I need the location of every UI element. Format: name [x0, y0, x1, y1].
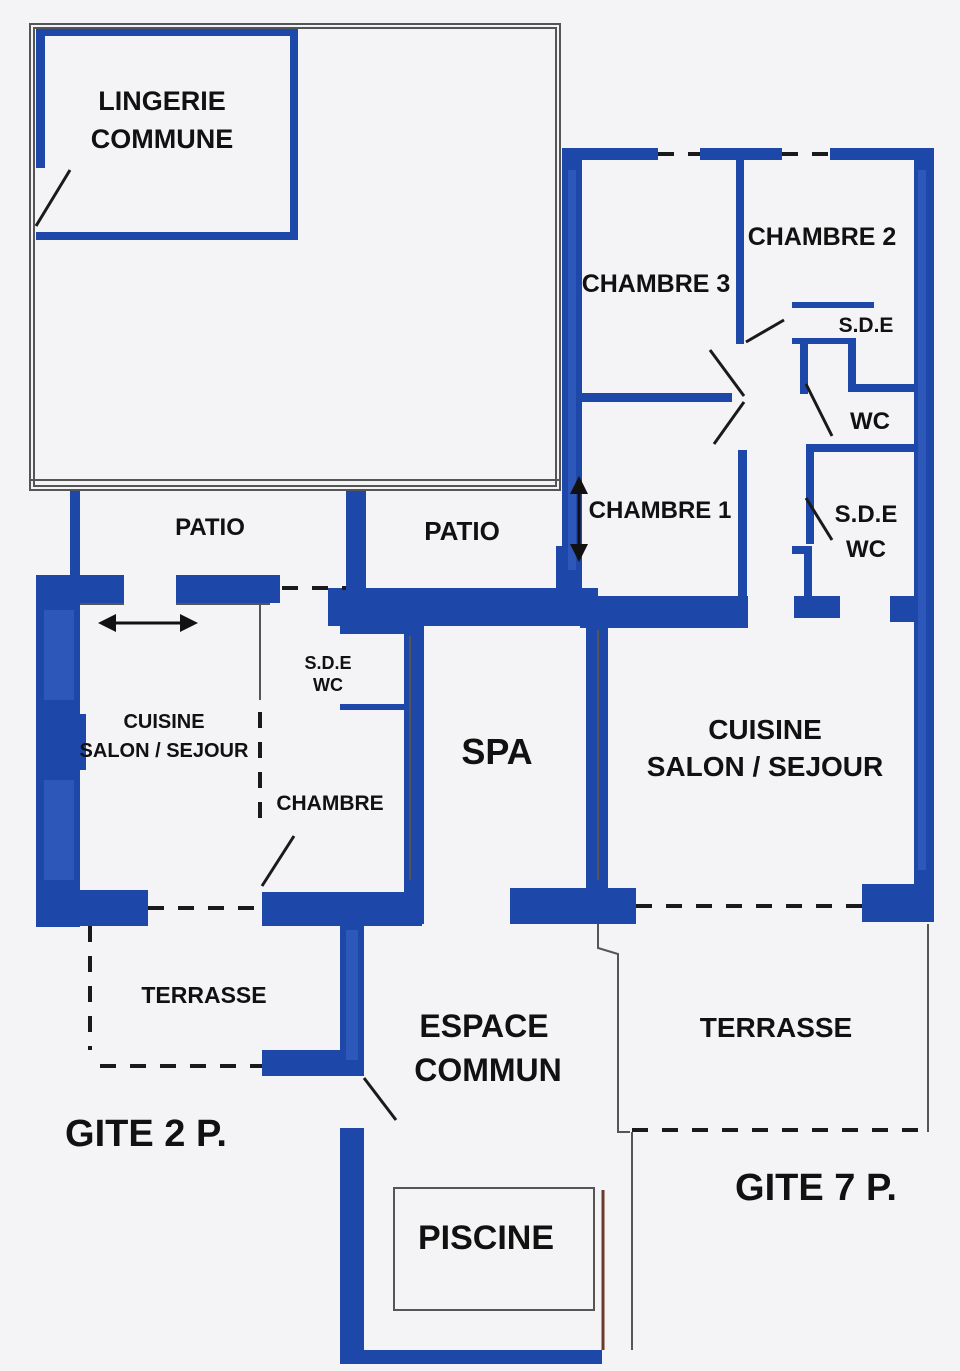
label-espace-commun-line1: ESPACE: [419, 1008, 548, 1044]
label-cuisine-right-line1: CUISINE: [708, 714, 822, 745]
label-terrasse-left: TERRASSE: [141, 982, 266, 1008]
label-sde-top: S.D.E: [839, 314, 894, 337]
label-chambre-left: CHAMBRE: [276, 792, 383, 815]
dashed-limits: [88, 152, 932, 1132]
label-sde-left: S.D.E: [304, 653, 351, 673]
label-lingerie-line2: COMMUNE: [91, 124, 234, 154]
label-patio-left: PATIO: [175, 514, 245, 541]
thin-walls: [29, 23, 929, 1350]
label-patio-right: PATIO: [424, 516, 500, 546]
label-wc-top: WC: [850, 408, 890, 435]
label-gite-2p: GITE 2 P.: [65, 1113, 227, 1155]
arrows: [98, 476, 588, 632]
label-chambre-1: CHAMBRE 1: [589, 497, 732, 524]
label-gite-7p: GITE 7 P.: [735, 1167, 897, 1209]
label-wc-mid: WC: [846, 536, 886, 563]
label-wc-left: WC: [313, 675, 343, 695]
label-spa: SPA: [461, 731, 532, 772]
label-terrasse-right: TERRASSE: [700, 1012, 852, 1043]
label-cuisine-left-line2: SALON / SEJOUR: [80, 740, 249, 762]
label-lingerie-line1: LINGERIE: [98, 86, 226, 116]
label-espace-commun-line2: COMMUN: [414, 1052, 562, 1088]
unit-labels: GITE 2 P. GITE 7 P.: [65, 1113, 897, 1209]
label-sde-mid: S.D.E: [835, 501, 898, 528]
label-piscine: PISCINE: [418, 1219, 554, 1257]
door-swings: [34, 169, 834, 1121]
room-labels: LINGERIE COMMUNE CHAMBRE 2 CHAMBRE 3 S.D…: [80, 86, 898, 1257]
wall-highlights: [44, 170, 926, 1060]
label-chambre-2: CHAMBRE 2: [748, 223, 897, 251]
label-cuisine-left-line1: CUISINE: [123, 711, 204, 733]
label-chambre-3: CHAMBRE 3: [582, 270, 731, 298]
walls: [36, 28, 934, 1364]
label-cuisine-right-line2: SALON / SEJOUR: [647, 751, 883, 782]
